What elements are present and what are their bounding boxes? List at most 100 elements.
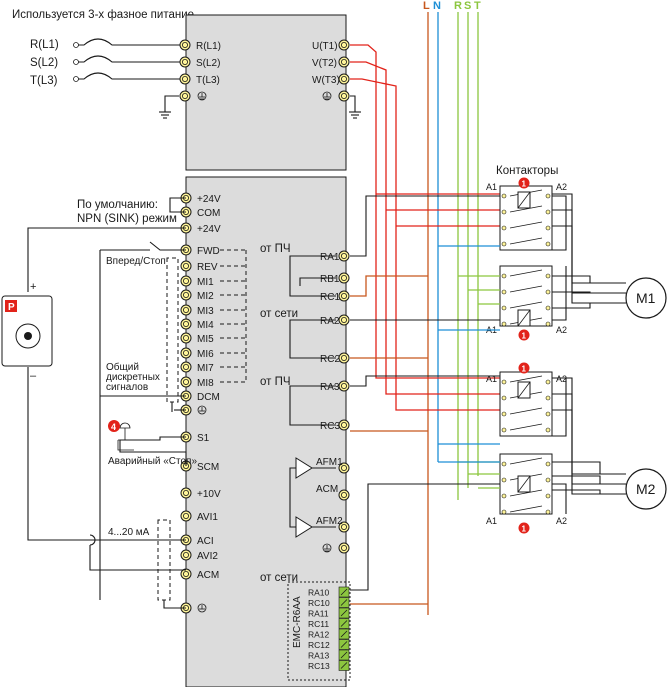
relay-terminal-1 bbox=[338, 250, 350, 262]
module-terminal bbox=[338, 660, 350, 671]
control-terminal-label: AVI2 bbox=[197, 551, 218, 562]
control-terminal-label: AVI1 bbox=[197, 512, 218, 523]
drive-power-panel bbox=[185, 14, 347, 171]
contactor-3 bbox=[499, 371, 553, 437]
contactor-badge: 1 bbox=[518, 329, 530, 341]
a2-label: A2 bbox=[556, 325, 567, 335]
relay-terminal-label: RB1 bbox=[320, 274, 340, 285]
afm-terminal-2 bbox=[338, 489, 350, 501]
default-note-line1: По умолчанию: bbox=[77, 199, 158, 211]
relay-terminal-7 bbox=[338, 419, 350, 431]
relay-section: от ПЧ от сети от ПЧ от сети RA1RB1RC1RA2… bbox=[260, 243, 350, 584]
relay-terminal-4 bbox=[338, 314, 350, 326]
ground-icon bbox=[322, 543, 332, 553]
relay-terminal-5 bbox=[338, 352, 350, 364]
motor-m2-label: M2 bbox=[636, 481, 656, 497]
control-terminal-6 bbox=[180, 275, 192, 287]
module-name: EMC-R6AA bbox=[292, 596, 303, 648]
ground-icon bbox=[197, 603, 207, 613]
default-note-line2: NPN (SINK) режим bbox=[77, 213, 177, 225]
terminal-u: U(T1) bbox=[312, 41, 338, 52]
a2-label: A2 bbox=[556, 516, 567, 526]
contactor-motor-wires bbox=[438, 193, 626, 514]
afm-terminal-label: ACM bbox=[316, 484, 338, 495]
motor-m1: M1 bbox=[625, 277, 667, 319]
control-terminal-label: +24V bbox=[197, 194, 221, 205]
terminal-t: T(L3) bbox=[196, 75, 220, 86]
device-plus: + bbox=[30, 281, 36, 293]
phase-label-n: N bbox=[433, 0, 441, 12]
phase-label-s: S bbox=[464, 0, 471, 12]
relay-from-grid-1: от сети bbox=[260, 308, 298, 320]
contactor-badge: 1 bbox=[518, 177, 530, 189]
control-terminal-label: S1 bbox=[197, 433, 210, 444]
input-label-r: R(L1) bbox=[30, 39, 59, 51]
module-terminal-label: RC11 bbox=[308, 619, 329, 629]
control-terminal-9 bbox=[180, 318, 192, 330]
p-logo-icon bbox=[5, 300, 17, 312]
module-terminal-label: RC13 bbox=[308, 661, 330, 671]
ground-icon bbox=[322, 91, 332, 101]
motor-m1-label: M1 bbox=[636, 290, 656, 306]
power-output: U(T1) V(T2) W(T3) bbox=[312, 39, 361, 119]
control-terminal-11 bbox=[180, 347, 192, 359]
control-terminal-label: MI1 bbox=[197, 277, 214, 288]
badge-number: 1 bbox=[522, 365, 527, 374]
common-line2: дискретных bbox=[106, 372, 160, 383]
badge-number: 1 bbox=[522, 525, 527, 534]
relay-terminal-label: RC1 bbox=[320, 292, 340, 303]
control-terminal-label: REV bbox=[197, 262, 218, 273]
module-terminal-label: RC10 bbox=[308, 598, 330, 608]
drive-control-panel bbox=[185, 176, 347, 687]
contactors-title: Контакторы bbox=[496, 165, 558, 177]
coil-icon bbox=[517, 309, 531, 327]
control-terminal-10 bbox=[180, 332, 192, 344]
power-input: R(L1) S(L2) T(L3) R(L1) S(L2) T(L3) bbox=[30, 38, 221, 119]
control-terminals: +24VCOM+24VFWDREVMI1MI2MI3MI4MI5MI6MI7MI… bbox=[180, 192, 247, 614]
phase-label-t: T bbox=[474, 0, 481, 12]
control-terminal-18 bbox=[180, 510, 192, 522]
a2-label: A2 bbox=[556, 182, 567, 192]
control-terminal-label: +10V bbox=[197, 489, 221, 500]
common-line3: сигналов bbox=[106, 382, 148, 393]
coil-icon bbox=[517, 381, 531, 399]
analog-label: 4...20 мА bbox=[108, 527, 150, 538]
relay-terminal-label: RC2 bbox=[320, 354, 340, 365]
control-terminal-label: FWD bbox=[197, 246, 220, 257]
afm-terminal-label: AFM2 bbox=[316, 516, 343, 527]
motor-m2: M2 bbox=[625, 468, 667, 510]
relay-from-drive-2: от ПЧ bbox=[260, 376, 291, 388]
control-terminal-20 bbox=[180, 549, 192, 561]
module-terminal bbox=[338, 586, 350, 598]
relay-terminal-label: RA3 bbox=[320, 382, 340, 393]
control-terminal-label: MI7 bbox=[197, 363, 214, 374]
control-terminal-13 bbox=[180, 376, 192, 388]
page-title: Используется 3-х фазное питание bbox=[12, 9, 194, 21]
module-terminal bbox=[338, 597, 350, 608]
estop-button-icon bbox=[117, 422, 134, 451]
afm-terminal-3 bbox=[338, 521, 350, 533]
control-terminal-label: MI3 bbox=[197, 306, 214, 317]
badge-number: 1 bbox=[522, 332, 527, 341]
a1-label: A1 bbox=[486, 516, 497, 526]
relay-from-drive-1: от ПЧ bbox=[260, 243, 291, 255]
module-terminal bbox=[338, 628, 350, 640]
relay-terminal-3 bbox=[338, 290, 350, 302]
contactor-badge: 1 bbox=[518, 362, 530, 374]
control-terminal-21 bbox=[180, 568, 192, 580]
control-terminal-7 bbox=[180, 289, 192, 301]
estop-badge-number: 4 bbox=[111, 422, 116, 432]
earth-icon bbox=[159, 111, 171, 119]
terminal-s: S(L2) bbox=[196, 58, 220, 69]
control-terminal-17 bbox=[180, 487, 192, 499]
control-terminal-label: +24V bbox=[197, 224, 221, 235]
module-terminal bbox=[338, 607, 350, 619]
control-terminal-12 bbox=[180, 361, 192, 373]
control-terminal-label: MI6 bbox=[197, 349, 214, 360]
earth-icon bbox=[349, 111, 361, 119]
current-source-device: P + – bbox=[1, 281, 53, 382]
control-terminal-label: MI2 bbox=[197, 291, 214, 302]
common-line1: Общий bbox=[106, 361, 139, 373]
relay-terminal-label: RA1 bbox=[320, 252, 340, 263]
